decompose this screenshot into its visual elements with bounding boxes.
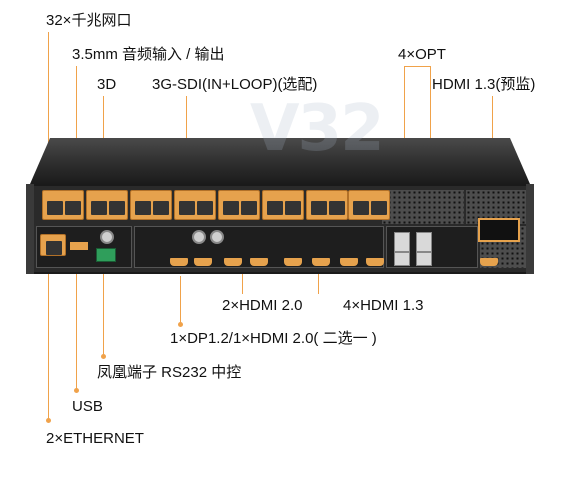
leader-audio	[76, 66, 77, 196]
three-d-label: 3D	[97, 76, 117, 93]
leader-opt-h	[404, 66, 431, 67]
audio-io-label: 3.5mm 音频输入 / 输出	[72, 46, 225, 63]
rack-ear-left	[26, 184, 34, 274]
ethernet-port-group[interactable]	[174, 190, 216, 220]
three-d-connector[interactable]	[100, 230, 114, 244]
hdmi-preview-label: HDMI 1.3(预监)	[432, 76, 536, 93]
usb-label: USB	[72, 398, 103, 415]
opt-port[interactable]	[416, 252, 432, 266]
leader-ethernet32	[48, 32, 49, 200]
leader-hdmi20	[242, 270, 243, 294]
hdmi13-port[interactable]	[312, 258, 330, 266]
rs232-label: 凤凰端子 RS232 中控	[97, 364, 242, 381]
device-logo-watermark: V32	[250, 92, 385, 166]
power-inlet[interactable]	[478, 218, 520, 242]
hdmi13-label: 4×HDMI 1.3	[343, 297, 424, 314]
dp-hdmi-port[interactable]	[170, 258, 188, 266]
opt-port[interactable]	[394, 232, 410, 252]
sdi-in-connector[interactable]	[192, 230, 206, 244]
opt-port[interactable]	[394, 252, 410, 266]
ethernet-port-group[interactable]	[262, 190, 304, 220]
video-processor-device: V32	[26, 92, 534, 276]
ethernet-port-group[interactable]	[218, 190, 260, 220]
sdi-label: 3G-SDI(IN+LOOP)(选配)	[152, 76, 318, 93]
hdmi20-port[interactable]	[250, 258, 268, 266]
leader-dp	[180, 276, 181, 326]
rack-ear-right	[526, 184, 534, 274]
ethernet-port-group[interactable]	[306, 190, 348, 220]
leader-hdmi13	[318, 272, 319, 294]
ethernet-port-2[interactable]	[40, 234, 66, 256]
device-top-cover	[30, 138, 530, 184]
leader-rs232	[103, 268, 104, 358]
ethernet-port-group[interactable]	[348, 190, 390, 220]
opt-port[interactable]	[416, 232, 432, 252]
leader-dot	[101, 354, 106, 359]
hdmi20-label: 2×HDMI 2.0	[222, 297, 303, 314]
leader-usb	[76, 268, 77, 392]
ethernet-port-group[interactable]	[42, 190, 84, 220]
ethernet-port-group[interactable]	[130, 190, 172, 220]
hdmi13-port[interactable]	[366, 258, 384, 266]
hdmi20-port[interactable]	[224, 258, 242, 266]
hdmi-preview-port[interactable]	[480, 258, 498, 266]
sdi-loop-connector[interactable]	[210, 230, 224, 244]
leader-ethernet2	[48, 262, 49, 422]
hdmi13-port[interactable]	[284, 258, 302, 266]
usb-port[interactable]	[70, 242, 88, 250]
dp-hdmi-label: 1×DP1.2/1×HDMI 2.0( 二选一 )	[170, 330, 377, 347]
leader-dot	[74, 388, 79, 393]
ethernet-port-group[interactable]	[86, 190, 128, 220]
ethernet-2-label: 2×ETHERNET	[46, 430, 144, 447]
vent-grille	[382, 190, 464, 224]
ethernet-32-label: 32×千兆网口	[46, 12, 132, 29]
leader-dot	[178, 322, 183, 327]
rs232-phoenix-terminal[interactable]	[96, 248, 116, 262]
dp-hdmi-port[interactable]	[194, 258, 212, 266]
opt-label: 4×OPT	[398, 46, 446, 63]
hdmi13-port[interactable]	[340, 258, 358, 266]
leader-dot	[46, 418, 51, 423]
